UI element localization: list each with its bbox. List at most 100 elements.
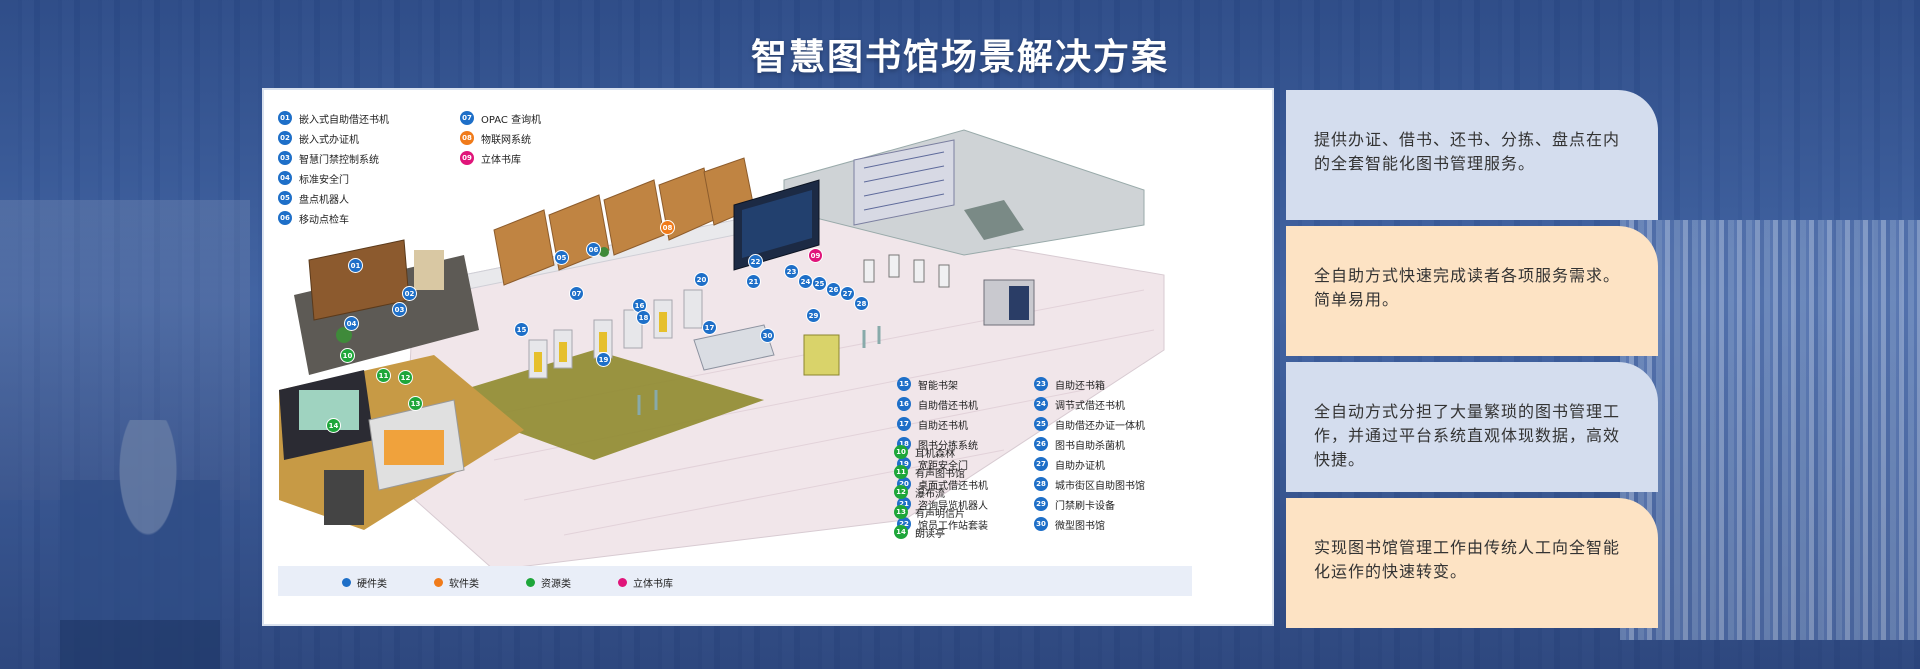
- legend-number-badge: 08: [460, 131, 474, 145]
- category-legend-item: 硬件类: [342, 575, 387, 590]
- legend-number-badge: 01: [278, 111, 292, 125]
- legend-number-badge: 17: [897, 417, 911, 431]
- legend-number-badge: 07: [460, 111, 474, 125]
- scene-marker-29: 29: [806, 308, 821, 323]
- legend-group-07-09: 07 OPAC 查询机 08 物联网系统 09 立体书库: [460, 108, 541, 168]
- legend-label: 有声明信片: [915, 508, 965, 520]
- legend-label: OPAC 查询机: [481, 114, 542, 126]
- legend-number-badge: 24: [1034, 397, 1048, 411]
- scene-marker-22: 22: [748, 254, 763, 269]
- legend-number-badge: 27: [1034, 457, 1048, 471]
- category-legend-bar: 硬件类 软件类 资源类 立体书库: [278, 566, 1192, 596]
- scene-marker-15: 15: [514, 322, 529, 337]
- legend-number-badge: 09: [460, 151, 474, 165]
- category-label: 软件类: [449, 579, 479, 590]
- legend-label: 物联网系统: [481, 134, 531, 146]
- category-label: 立体书库: [633, 579, 673, 590]
- legend-label: 桌面式借还书机: [918, 480, 988, 492]
- legend-number-badge: 03: [278, 151, 292, 165]
- legend-label: 有声图书馆: [915, 468, 965, 480]
- legend-number-badge: 12: [894, 485, 908, 499]
- legend-item: 25 自助借还办证一体机: [1034, 414, 1145, 434]
- legend-label: 馆员工作站套装: [918, 520, 988, 532]
- legend-label: 立体书库: [481, 154, 521, 166]
- legend-number-badge: 29: [1034, 497, 1048, 511]
- category-legend-item: 资源类: [526, 575, 571, 590]
- legend-label: 图书分拣系统: [918, 440, 978, 452]
- legend-item: 07 OPAC 查询机: [460, 108, 541, 128]
- category-legend-item: 立体书库: [618, 575, 673, 590]
- legend-item: 12 瀑布流: [894, 482, 965, 502]
- legend-label: 图书自助杀菌机: [1055, 440, 1125, 452]
- legend-number-badge: 10: [894, 445, 908, 459]
- legend-label: 朗读亭: [915, 528, 945, 540]
- info-card-4: 实现图书馆管理工作由传统人工向全智能化运作的快速转变。: [1286, 498, 1658, 628]
- legend-number-badge: 05: [278, 191, 292, 205]
- category-dot-icon: [434, 578, 443, 587]
- scene-marker-26: 26: [826, 282, 841, 297]
- info-card-text: 实现图书馆管理工作由传统人工向全智能化运作的快速转变。: [1314, 538, 1621, 581]
- legend-number-badge: 16: [897, 397, 911, 411]
- scene-marker-20: 20: [694, 272, 709, 287]
- category-label: 资源类: [541, 579, 571, 590]
- legend-number-badge: 25: [1034, 417, 1048, 431]
- scene-marker-05: 05: [554, 250, 569, 265]
- info-card-text: 全自助方式快速完成读者各项服务需求。简单易用。: [1314, 266, 1621, 309]
- scene-marker-10: 10: [340, 348, 355, 363]
- legend-number-badge: 04: [278, 171, 292, 185]
- background-bookshelf-right: [1620, 220, 1920, 640]
- page-title: 智慧图书馆场景解决方案: [750, 37, 1169, 78]
- scene-marker-06: 06: [586, 242, 601, 257]
- scene-marker-19: 19: [596, 352, 611, 367]
- legend-number-badge: 06: [278, 211, 292, 225]
- info-card-2: 全自助方式快速完成读者各项服务需求。简单易用。: [1286, 226, 1658, 356]
- legend-label: 咨询导览机器人: [918, 500, 988, 512]
- legend-item: 03 智慧门禁控制系统: [278, 148, 389, 168]
- legend-label: 瀑布流: [915, 488, 945, 500]
- info-card-3: 全自动方式分担了大量繁琐的图书管理工作，并通过平台系统直观体现数据，高效快捷。: [1286, 362, 1658, 492]
- legend-number-badge: 26: [1034, 437, 1048, 451]
- scene-marker-24: 24: [798, 274, 813, 289]
- legend-label: 自助还书箱: [1055, 380, 1105, 392]
- legend-label: 嵌入式办证机: [299, 134, 359, 146]
- scene-marker-03: 03: [392, 302, 407, 317]
- legend-label: 自助办证机: [1055, 460, 1105, 472]
- legend-number-badge: 28: [1034, 477, 1048, 491]
- scene-marker-13: 13: [408, 396, 423, 411]
- legend-label: 自助借还办证一体机: [1055, 420, 1145, 432]
- info-card-text: 全自动方式分担了大量繁琐的图书管理工作，并通过平台系统直观体现数据，高效快捷。: [1314, 402, 1621, 469]
- legend-label: 移动点检车: [299, 214, 349, 226]
- scene-marker-23: 23: [784, 264, 799, 279]
- scene-marker-21: 21: [746, 274, 761, 289]
- legend-label: 嵌入式自助借还书机: [299, 114, 389, 126]
- legend-item: 10 耳机森林: [894, 442, 965, 462]
- legend-label: 耳机森林: [915, 448, 955, 460]
- legend-label: 盘点机器人: [299, 194, 349, 206]
- legend-label: 智慧门禁控制系统: [299, 154, 379, 166]
- legend-item: 27 自助办证机: [1034, 454, 1145, 474]
- scene-marker-28: 28: [854, 296, 869, 311]
- category-label: 硬件类: [357, 579, 387, 590]
- scene-marker-09: 09: [808, 248, 823, 263]
- category-dot-icon: [526, 578, 535, 587]
- scene-marker-02: 02: [402, 286, 417, 301]
- category-dot-icon: [342, 578, 351, 587]
- background-reader-figure: [60, 420, 220, 669]
- scene-marker-04: 04: [344, 316, 359, 331]
